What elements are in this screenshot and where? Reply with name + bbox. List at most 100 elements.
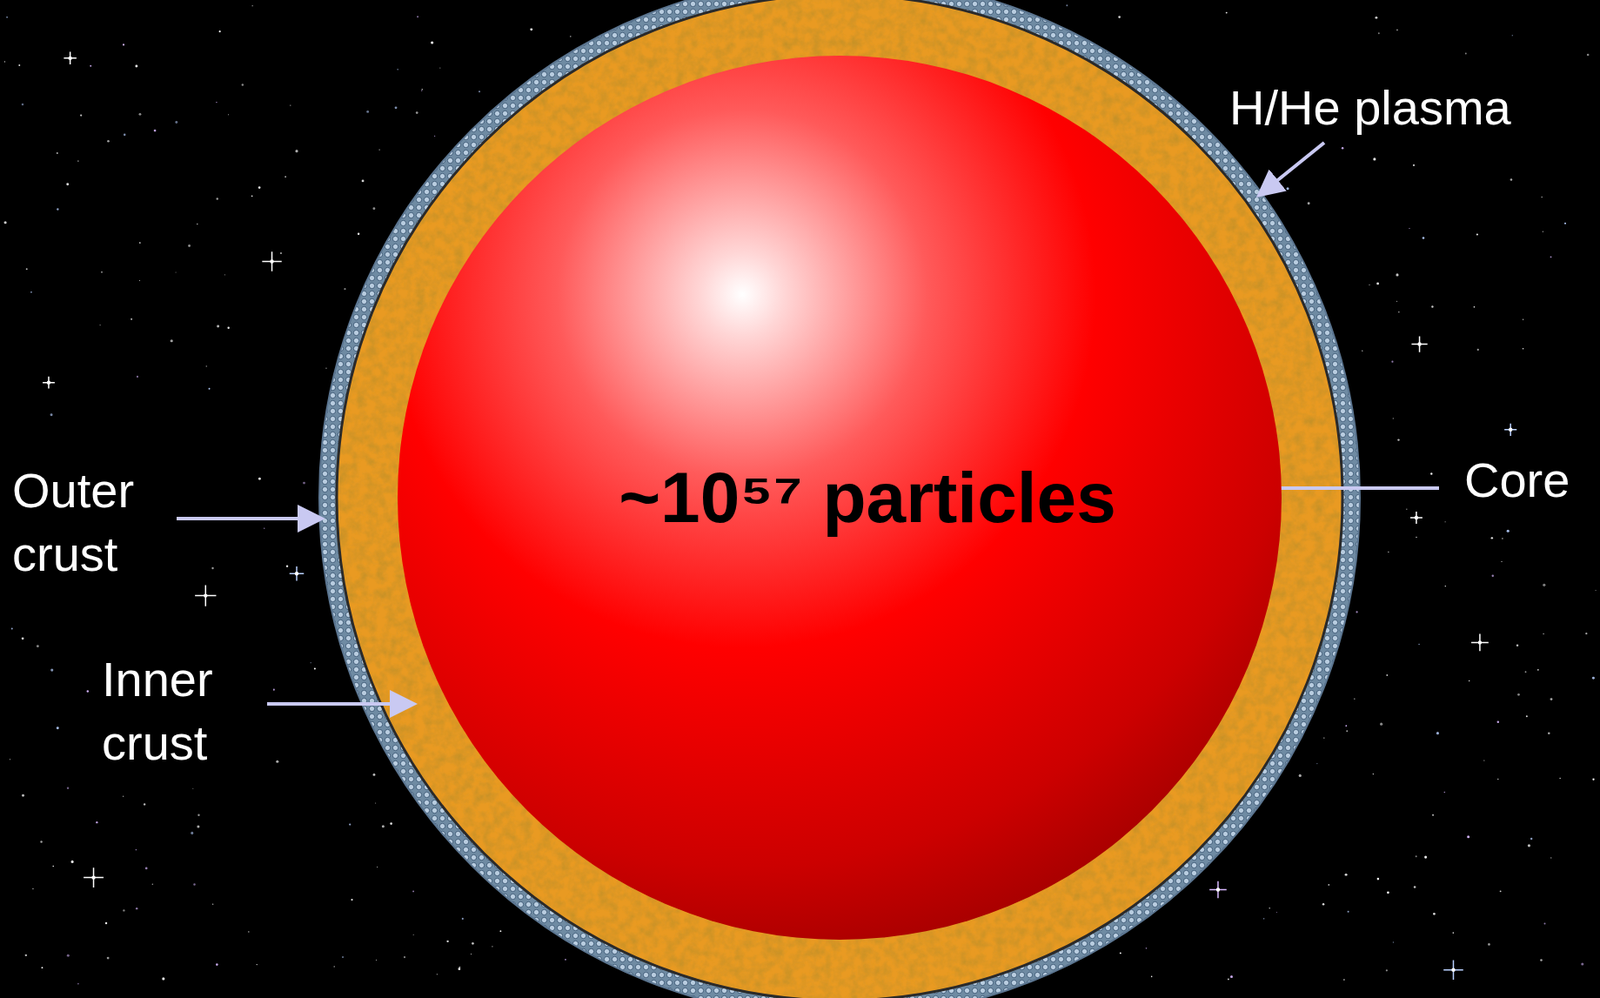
star-dot [77, 160, 80, 162]
sparkle-star [1410, 511, 1423, 524]
star-dot [145, 867, 148, 871]
star-dot [478, 90, 481, 93]
star-dot [208, 388, 211, 390]
star-dot [1151, 976, 1153, 978]
star-dot [122, 909, 125, 911]
star-dot [32, 888, 34, 891]
star-dot [1392, 417, 1394, 419]
star-dot [192, 788, 194, 790]
star-dot [56, 207, 59, 210]
star-dot [196, 223, 199, 226]
star-dot [227, 113, 229, 115]
star-dot [1544, 922, 1547, 924]
star-dot [280, 252, 282, 255]
star-dot [1477, 348, 1480, 351]
star-dot [1286, 187, 1290, 190]
star-dot [273, 689, 275, 691]
star-dot [430, 40, 434, 44]
star-dot [174, 120, 178, 124]
star-dot [1465, 53, 1467, 55]
star-dot [241, 83, 244, 86]
layer-label: Outer crust [12, 458, 165, 586]
star-dot [1385, 674, 1388, 677]
star-dot [458, 967, 462, 971]
star-dot [381, 824, 385, 828]
star-dot [343, 287, 346, 290]
star-dot [389, 822, 393, 825]
star-dot [415, 111, 419, 114]
star-dot [1355, 610, 1358, 613]
star-dot [30, 291, 33, 294]
star-dot [1592, 778, 1594, 781]
layer-label: Core [1464, 448, 1595, 512]
star-dot [1491, 536, 1493, 539]
star-dot [212, 903, 214, 904]
star-dot [416, 15, 419, 18]
star-dot [1392, 941, 1394, 943]
star-dot [135, 849, 137, 851]
star-dot [1517, 693, 1520, 697]
star-dot [421, 90, 422, 92]
star-dot [470, 953, 472, 955]
star-dot [21, 636, 25, 640]
star-dot [52, 865, 54, 868]
star-dot [56, 726, 60, 730]
star-dot [1537, 669, 1540, 671]
star-dot [372, 207, 375, 210]
star-dot [1451, 967, 1455, 971]
star-dot [564, 958, 567, 961]
star-dot [100, 271, 103, 274]
star-dot [458, 966, 461, 969]
star-dot [219, 30, 221, 33]
star-dot [1415, 536, 1417, 538]
star-dot [1542, 633, 1544, 635]
star-dot [1522, 348, 1525, 350]
star-dot [211, 567, 214, 570]
star-dot [325, 368, 327, 369]
star-dot [1516, 644, 1520, 648]
star-dot [1542, 583, 1546, 587]
star-dot [107, 140, 110, 143]
star-dot [310, 662, 312, 663]
star-dot [412, 890, 415, 892]
star-dot [193, 883, 195, 885]
sparkle-star [1209, 881, 1227, 899]
sparkle-star [194, 584, 216, 606]
sparkle-star [1443, 959, 1464, 980]
star-dot [1501, 537, 1504, 540]
sparkle-star [1471, 634, 1489, 652]
star-dot [1497, 720, 1500, 723]
star-dot [471, 942, 475, 945]
star-dot [378, 148, 380, 150]
star-dot [1397, 438, 1400, 441]
star-dot [105, 922, 108, 924]
sparkle-star [42, 376, 55, 389]
star-dot [1492, 575, 1494, 577]
star-dot [1530, 837, 1533, 840]
star-dot [25, 954, 27, 957]
star-dot [1341, 147, 1344, 149]
star-dot [40, 840, 42, 843]
star-dot [95, 821, 98, 824]
plasma-layer [319, 0, 1360, 998]
star-dot [196, 824, 200, 828]
star-dot [314, 667, 316, 670]
star-dot [224, 274, 226, 275]
star-dot [1476, 233, 1479, 235]
star-dot [1424, 856, 1427, 859]
star-dot [1580, 962, 1584, 965]
star-dot [294, 571, 299, 576]
star-dot [1487, 943, 1491, 946]
star-dot [1422, 236, 1426, 240]
star-dot [499, 930, 502, 932]
star-dot [187, 244, 191, 248]
star-dot [569, 35, 572, 38]
star-dot [1559, 777, 1560, 779]
star-dot [1368, 284, 1370, 286]
star-dot [375, 959, 377, 961]
star-dot [170, 339, 174, 342]
star-dot [529, 27, 533, 31]
star-dot [251, 194, 254, 197]
star-dot [1483, 759, 1485, 761]
star-dot [263, 527, 265, 529]
